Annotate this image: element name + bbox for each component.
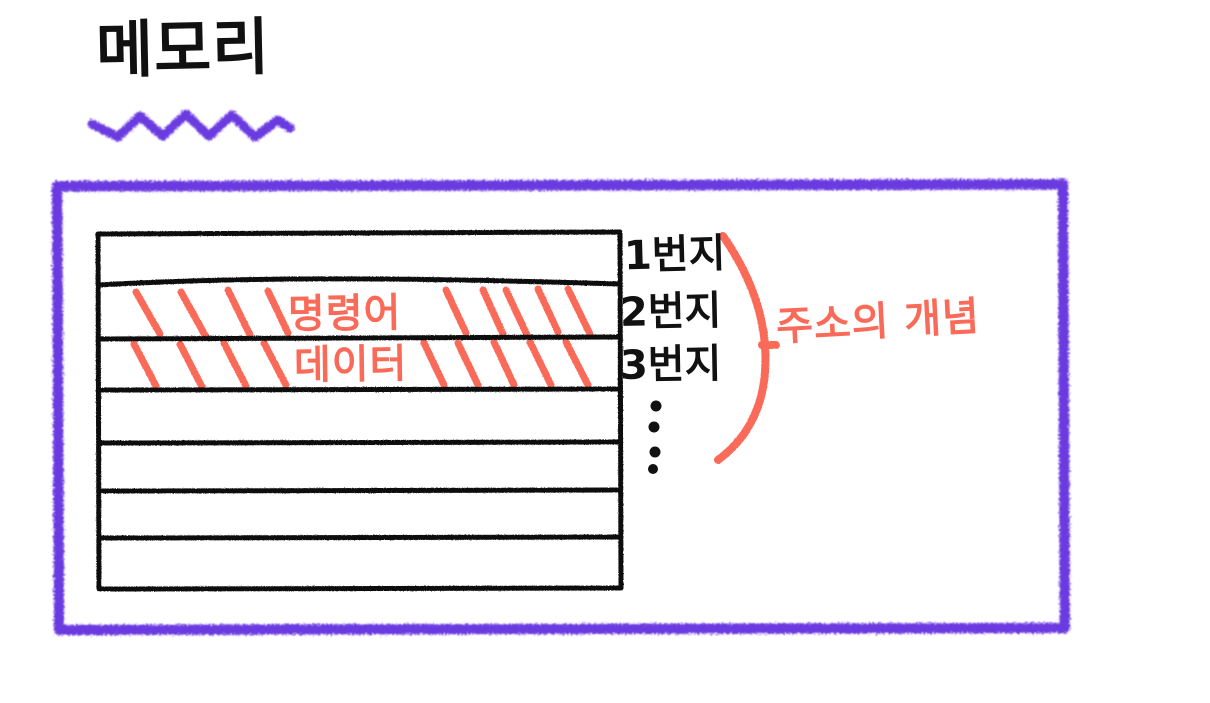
table-divider-1 (96, 276, 623, 288)
title-zigzag-underline (87, 109, 295, 142)
table-divider-2 (96, 334, 623, 342)
hatch-row-2 (132, 285, 594, 341)
red-curly-brace (714, 232, 780, 464)
address-label-2: 2번지 (619, 287, 722, 337)
table-divider-4 (96, 439, 623, 446)
memory-frame-border-texture (54, 182, 1068, 633)
cell-label-data: 데이터 (293, 341, 408, 389)
table-divider-5 (96, 487, 623, 494)
table-divider-3 (96, 386, 623, 393)
address-label-1: 1번지 (623, 230, 727, 280)
cell-label-instruction: 명령어 (287, 290, 402, 338)
table-outline (95, 229, 624, 592)
address-label-3: 3번지 (619, 341, 722, 389)
annotation-caption: 주소의 개념 (774, 293, 982, 351)
table-divider-6 (96, 534, 623, 541)
hatch-row-3 (130, 338, 592, 391)
address-continuation-dots (648, 400, 662, 474)
page-title: 메모리 (95, 10, 271, 87)
